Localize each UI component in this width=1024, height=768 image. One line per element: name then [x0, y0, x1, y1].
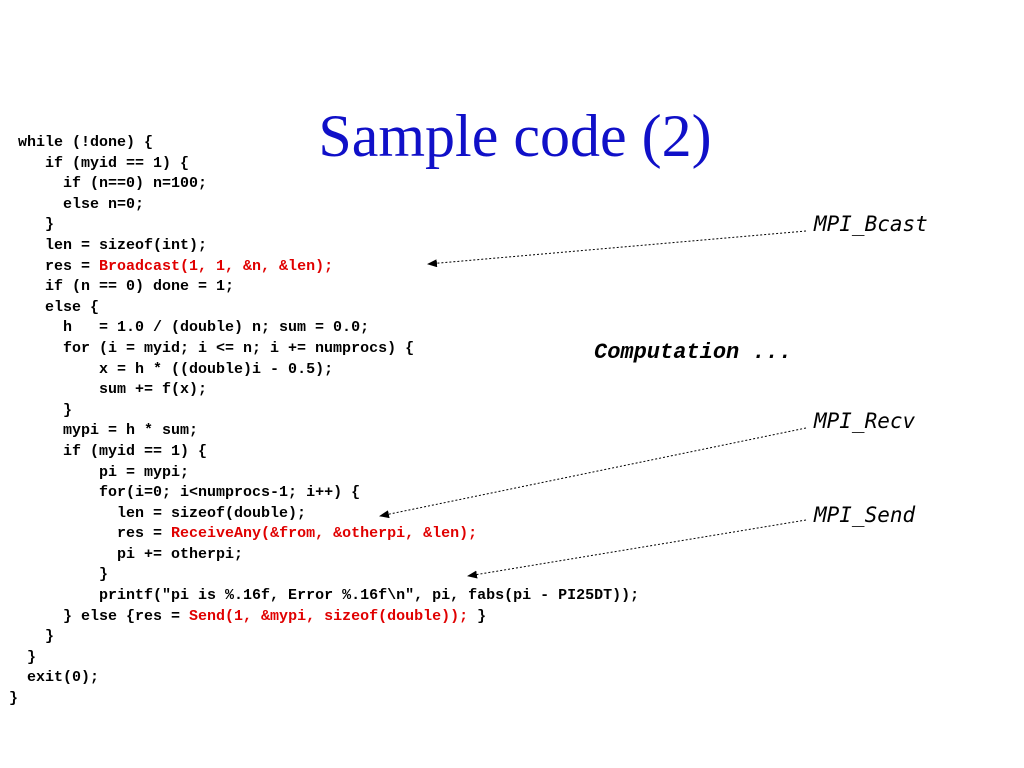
code-line: len = sizeof(double);	[0, 504, 639, 525]
annotation-mpi-bcast: MPI_Bcast	[814, 212, 928, 236]
code-line: res = ReceiveAny(&from, &otherpi, &len);	[0, 524, 639, 545]
code-line: exit(0);	[0, 668, 639, 689]
code-text: if (myid == 1) {	[63, 442, 208, 460]
code-block: while (!done) { if (myid == 1) { if (n==…	[0, 133, 639, 710]
code-line: mypi = h * sum;	[0, 421, 639, 442]
code-line: for(i=0; i<numprocs-1; i++) {	[0, 483, 639, 504]
code-text: for (i = myid; i <= n; i += numprocs) {	[63, 339, 415, 357]
code-text: if (n==0) n=100;	[63, 175, 208, 193]
code-line: else n=0;	[0, 195, 639, 216]
code-line: }	[0, 648, 639, 669]
annotation-mpi-recv: MPI_Recv	[814, 409, 916, 433]
code-text: res =	[45, 257, 100, 275]
code-line: }	[0, 565, 639, 586]
code-line: x = h * ((double)i - 0.5);	[0, 360, 639, 381]
code-text: printf("pi is %.16f, Error %.16f\n", pi,…	[99, 587, 640, 605]
computation-label: Computation ...	[594, 340, 793, 365]
code-text: res =	[117, 525, 172, 543]
code-text: exit(0);	[27, 669, 100, 687]
code-line: if (myid == 1) {	[0, 154, 639, 175]
code-mpi-call: Broadcast(1, 1, &n, &len);	[99, 257, 334, 275]
code-text: }	[9, 690, 19, 708]
annotation-mpi-send: MPI_Send	[814, 503, 916, 527]
code-text: else n=0;	[63, 195, 145, 213]
code-text: if (myid == 1) {	[45, 154, 190, 172]
code-line: } else {res = Send(1, &mypi, sizeof(doub…	[0, 607, 639, 628]
code-line: }	[0, 627, 639, 648]
code-text: len = sizeof(double);	[117, 504, 307, 522]
slide-title: Sample code (2)	[318, 103, 712, 169]
code-text: x = h * ((double)i - 0.5);	[99, 360, 334, 378]
code-text: pi = mypi;	[99, 463, 190, 481]
code-text: while (!done) {	[18, 134, 154, 151]
code-line: while (!done) {	[0, 133, 639, 154]
code-text: } else {res =	[63, 607, 190, 625]
code-line: }	[0, 401, 639, 422]
code-text: else {	[45, 298, 100, 316]
code-line: pi = mypi;	[0, 463, 639, 484]
code-text: }	[468, 607, 487, 625]
code-line: len = sizeof(int);	[0, 236, 639, 257]
code-line: }	[0, 689, 639, 710]
code-line: for (i = myid; i <= n; i += numprocs) {	[0, 339, 639, 360]
code-text: h = 1.0 / (double) n; sum = 0.0;	[63, 319, 370, 337]
code-text: }	[45, 216, 55, 234]
code-line: if (n == 0) done = 1;	[0, 277, 639, 298]
code-line: res = Broadcast(1, 1, &n, &len);	[0, 257, 639, 278]
code-text: sum += f(x);	[99, 381, 208, 399]
code-line: if (myid == 1) {	[0, 442, 639, 463]
code-line: }	[0, 215, 639, 236]
code-line: sum += f(x);	[0, 380, 639, 401]
code-text: for(i=0; i<numprocs-1; i++) {	[99, 484, 361, 502]
code-mpi-call: ReceiveAny(&from, &otherpi, &len);	[171, 525, 478, 543]
code-line: printf("pi is %.16f, Error %.16f\n", pi,…	[0, 586, 639, 607]
code-line: if (n==0) n=100;	[0, 174, 639, 195]
code-line: pi += otherpi;	[0, 545, 639, 566]
code-line: h = 1.0 / (double) n; sum = 0.0;	[0, 318, 639, 339]
code-line: else {	[0, 298, 639, 319]
code-text: }	[45, 628, 55, 646]
code-mpi-call: Send(1, &mypi, sizeof(double));	[189, 607, 469, 625]
code-text: }	[99, 566, 109, 584]
code-text: if (n == 0) done = 1;	[45, 278, 235, 296]
code-text: pi += otherpi;	[117, 545, 244, 563]
code-text: len = sizeof(int);	[45, 236, 208, 254]
code-text: }	[63, 401, 73, 419]
code-text: }	[27, 648, 37, 666]
code-text: mypi = h * sum;	[63, 422, 199, 440]
